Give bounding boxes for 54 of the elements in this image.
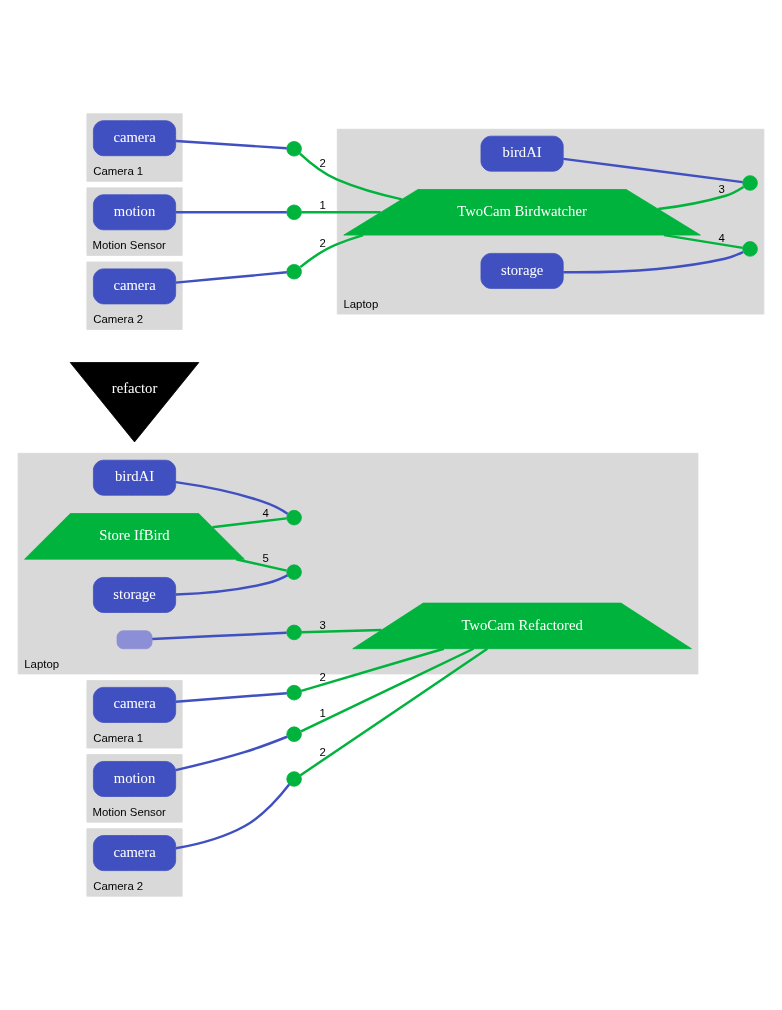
connector	[175, 783, 291, 850]
node-circle	[286, 264, 302, 280]
edge-label: 3	[718, 182, 725, 195]
node-circle	[286, 509, 302, 526]
connector	[175, 211, 287, 214]
node-box	[116, 630, 153, 650]
connector	[175, 691, 287, 703]
node-circle	[286, 726, 302, 742]
edge-label: 4	[262, 506, 269, 519]
node-box: storage	[480, 253, 564, 289]
node-box: storage	[93, 577, 177, 613]
connector	[563, 250, 744, 274]
edge-label: 1	[319, 199, 326, 212]
connector	[175, 480, 289, 515]
node-box: birdAI	[93, 459, 177, 496]
node-box: camera	[93, 120, 177, 157]
connector	[175, 271, 287, 284]
connector	[658, 185, 745, 211]
node-circle	[286, 684, 302, 701]
connector	[299, 234, 364, 269]
node-circle	[286, 141, 302, 157]
edge-label: 2	[319, 746, 326, 759]
node-box: motion	[93, 761, 177, 797]
node-circle	[286, 204, 302, 221]
node-box: birdAI	[480, 135, 564, 172]
edge-label: 5	[262, 551, 269, 564]
connector	[663, 233, 743, 250]
connector	[152, 631, 287, 641]
connector	[300, 647, 475, 733]
connector	[301, 211, 381, 214]
node-box: camera	[93, 686, 177, 723]
connector	[235, 558, 287, 572]
node-circle	[742, 175, 758, 191]
edge-label: 4	[718, 231, 725, 244]
node-box: camera	[93, 268, 177, 305]
connector	[175, 574, 288, 596]
edge-label: 2	[319, 156, 326, 169]
connector	[175, 735, 288, 772]
node-circle	[286, 624, 302, 641]
node-circle	[286, 564, 302, 580]
connector	[212, 517, 287, 529]
node-box: motion	[93, 194, 177, 231]
edge-label: 2	[319, 237, 326, 250]
node-box: camera	[93, 835, 177, 871]
edge-label: 3	[319, 618, 326, 631]
connector	[300, 647, 445, 692]
connector	[299, 647, 489, 777]
edge-label: 1	[319, 707, 326, 720]
node-circle	[742, 241, 758, 257]
connector	[563, 157, 743, 184]
connector	[301, 628, 382, 634]
connector	[175, 139, 287, 150]
connector	[299, 152, 403, 201]
node-circle	[286, 771, 302, 787]
